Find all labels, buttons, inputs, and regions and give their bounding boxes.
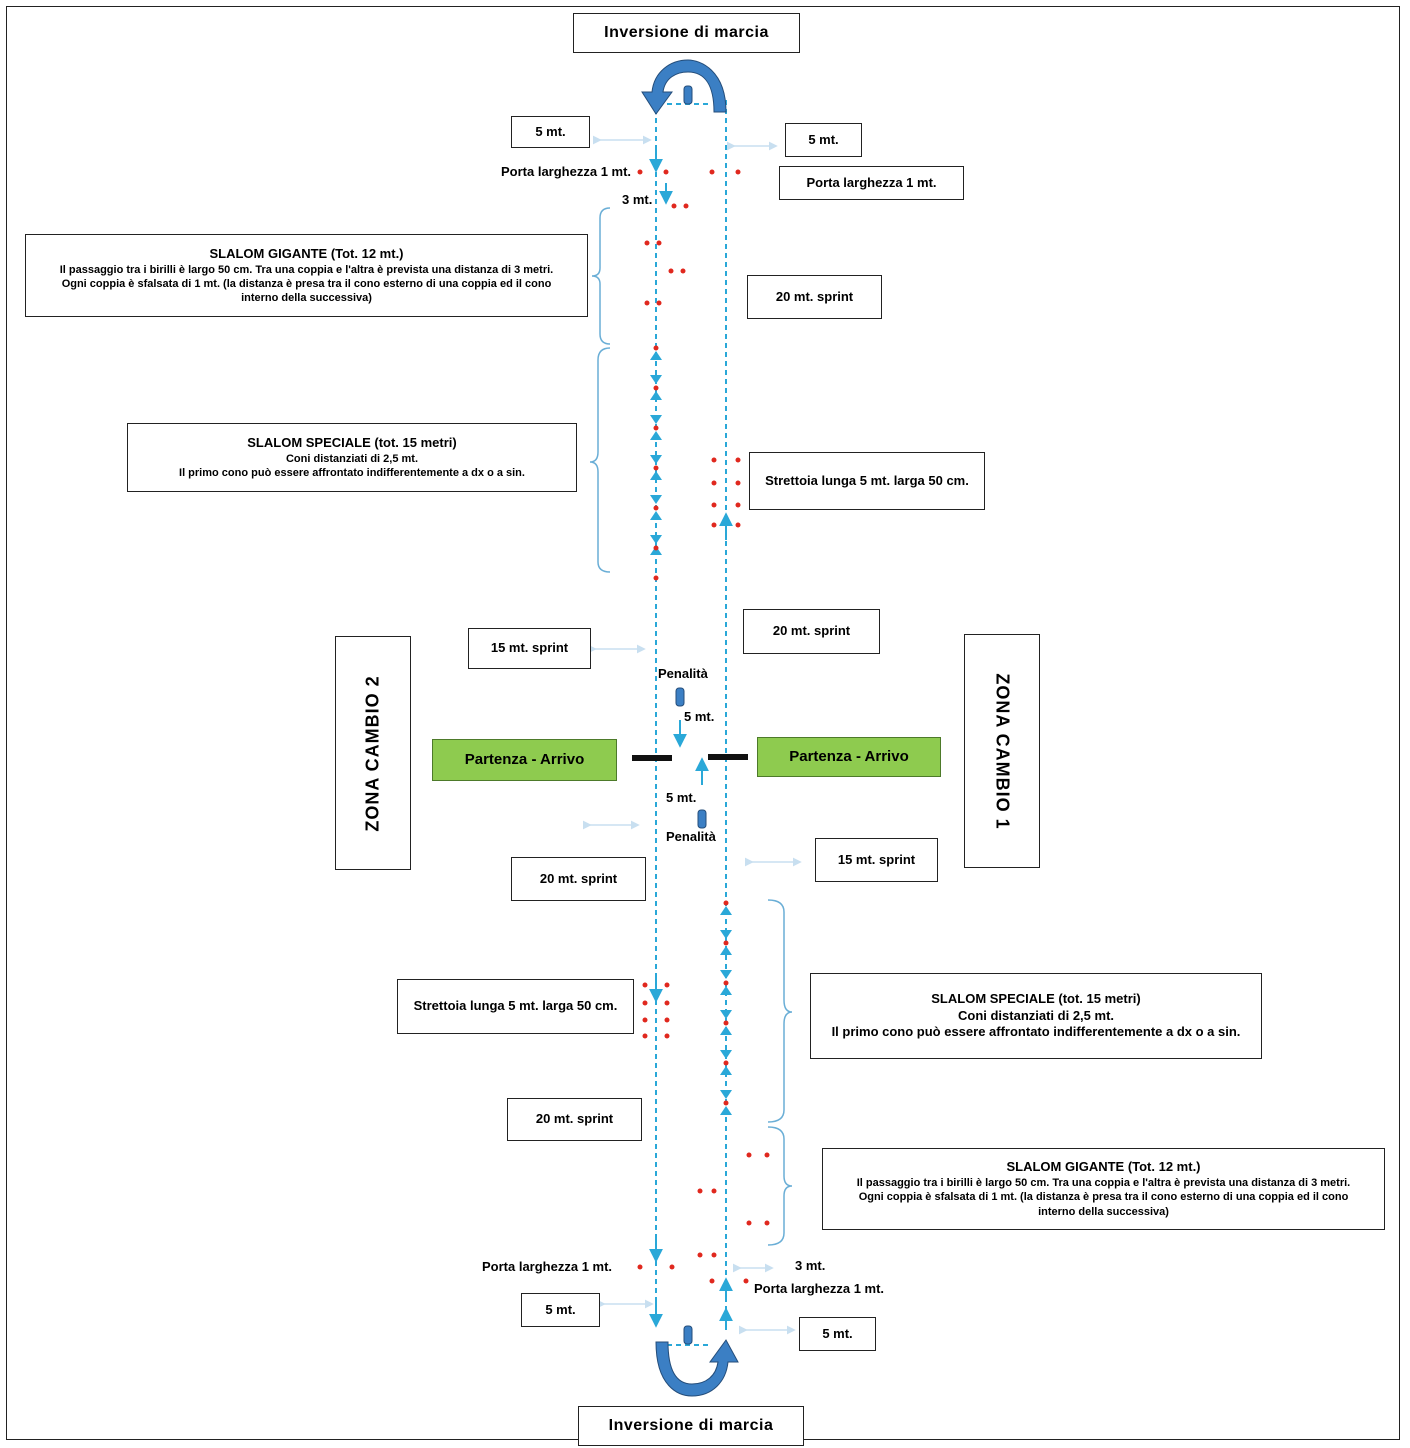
- cones: [637, 169, 770, 1284]
- track-arrows: [649, 150, 733, 1330]
- distance-label: 5 mt.: [808, 131, 839, 147]
- five-label-mid-bottom: 5 mt.: [666, 790, 697, 805]
- special-slalom-title: SLALOM SPECIALE (tot. 15 metri): [247, 434, 457, 450]
- inversion-label-top: Inversione di marcia: [604, 23, 769, 41]
- special-slalom-title: SLALOM SPECIALE (tot. 15 metri): [931, 990, 1141, 1006]
- sprint-box-mid-left: 15 mt. sprint: [468, 628, 591, 669]
- narrow-box-bottom: Strettoia lunga 5 mt. larga 50 cm.: [397, 979, 634, 1034]
- distance-box-bottom-left: 5 mt.: [521, 1293, 600, 1327]
- start-finish-label: Partenza - Arrivo: [464, 751, 585, 769]
- brackets: [589, 207, 793, 1246]
- special-slalom-text: Coni distanziati di 2,5 mt.: [285, 452, 419, 465]
- u-turn-top: [641, 59, 727, 115]
- three-label-top: 3 mt.: [622, 192, 653, 207]
- distance-arrows: [582, 135, 802, 1335]
- sprint-box-bottom: 20 mt. sprint: [507, 1098, 642, 1141]
- distance-box-top-left: 5 mt.: [511, 116, 590, 148]
- giant-slalom-title: SLALOM GIGANTE (Tot. 12 mt.): [1006, 1159, 1201, 1175]
- sprint-box-mid-left-lower: 20 mt. sprint: [511, 857, 646, 901]
- narrow-box-top: Strettoia lunga 5 mt. larga 50 cm.: [749, 452, 985, 510]
- inversion-box-top: Inversione di marcia: [573, 13, 800, 53]
- slalom-arrows-top: [650, 351, 662, 555]
- special-slalom-box-top: SLALOM SPECIALE (tot. 15 metri) Coni dis…: [127, 423, 577, 492]
- giant-slalom-text: Il passaggio tra i birilli è largo 50 cm…: [59, 263, 554, 276]
- start-bar-left: [632, 755, 672, 761]
- penalty-label-top: Penalità: [658, 666, 708, 681]
- penalty-label-bottom: Penalità: [666, 829, 716, 844]
- special-slalom-text: Il primo cono può essere affrontato indi…: [179, 466, 525, 479]
- distance-box-bottom-right: 5 mt.: [799, 1317, 876, 1351]
- sprint-label: 15 mt. sprint: [837, 851, 916, 867]
- zone-change-2: ZONA CAMBIO 2: [335, 636, 411, 870]
- distance-label: 5 mt.: [545, 1301, 576, 1317]
- u-turn-bottom: [655, 1339, 739, 1397]
- gate-label-bottom-right: Porta larghezza 1 mt.: [754, 1281, 885, 1296]
- sprint-label: 20 mt. sprint: [539, 870, 618, 886]
- zone-change-2-label: ZONA CAMBIO 2: [362, 674, 383, 832]
- penalty-markers: [675, 85, 707, 1345]
- gate-label-bottom-left: Porta larghezza 1 mt.: [482, 1259, 613, 1274]
- sprint-label: 20 mt. sprint: [535, 1111, 614, 1127]
- giant-slalom-text: Ogni coppia è sfalsata di 1 mt. (la dist…: [858, 1191, 1349, 1204]
- giant-slalom-text: Ogni coppia è sfalsata di 1 mt. (la dist…: [61, 277, 552, 290]
- sprint-box-mid-right-lower: 15 mt. sprint: [815, 838, 938, 882]
- giant-slalom-text: interno della successiva): [241, 292, 372, 305]
- giant-slalom-box-bottom: SLALOM GIGANTE (Tot. 12 mt.) Il passaggi…: [822, 1148, 1385, 1230]
- start-finish-right: Partenza - Arrivo: [757, 737, 941, 777]
- start-finish-label: Partenza - Arrivo: [789, 748, 909, 766]
- distance-label: 5 mt.: [822, 1325, 853, 1341]
- slalom-arrows-bottom: [720, 906, 732, 1115]
- inversion-label-bottom: Inversione di marcia: [608, 1416, 774, 1434]
- gate-label-top-left: Porta larghezza 1 mt.: [501, 164, 632, 179]
- narrow-label: Strettoia lunga 5 mt. larga 50 cm.: [413, 998, 618, 1014]
- distance-box-top-right: 5 mt.: [785, 123, 862, 157]
- zone-change-1-label: ZONA CAMBIO 1: [992, 672, 1013, 830]
- special-slalom-text: Il primo cono può essere affrontato indi…: [831, 1024, 1241, 1040]
- narrow-label: Strettoia lunga 5 mt. larga 50 cm.: [765, 472, 969, 488]
- gate-label: Porta larghezza 1 mt.: [806, 174, 937, 190]
- zone-change-1: ZONA CAMBIO 1: [964, 634, 1040, 868]
- special-slalom-box-bottom: SLALOM SPECIALE (tot. 15 metri) Coni dis…: [810, 973, 1262, 1059]
- start-bar-right: [708, 754, 748, 760]
- gate-box-top-right: Porta larghezza 1 mt.: [779, 166, 964, 200]
- sprint-label: 20 mt. sprint: [775, 288, 854, 304]
- giant-slalom-title: SLALOM GIGANTE (Tot. 12 mt.): [209, 245, 404, 261]
- sprint-box-top: 20 mt. sprint: [747, 275, 882, 319]
- giant-slalom-text: Il passaggio tra i birilli è largo 50 cm…: [856, 1177, 1351, 1189]
- inversion-box-bottom: Inversione di marcia: [578, 1406, 804, 1446]
- start-finish-left: Partenza - Arrivo: [432, 739, 617, 781]
- special-slalom-text: Coni distanziati di 2,5 mt.: [957, 1007, 1115, 1023]
- sprint-label: 20 mt. sprint: [772, 623, 851, 639]
- distance-label: 5 mt.: [535, 123, 566, 139]
- five-label-mid-top: 5 mt.: [684, 709, 715, 724]
- giant-slalom-box-top: SLALOM GIGANTE (Tot. 12 mt.) Il passaggi…: [25, 234, 588, 317]
- three-label-bottom: 3 mt.: [795, 1258, 826, 1273]
- giant-slalom-text: interno della successiva): [1038, 1205, 1169, 1218]
- sprint-label: 15 mt. sprint: [490, 640, 569, 656]
- sprint-box-mid-right: 20 mt. sprint: [743, 609, 880, 654]
